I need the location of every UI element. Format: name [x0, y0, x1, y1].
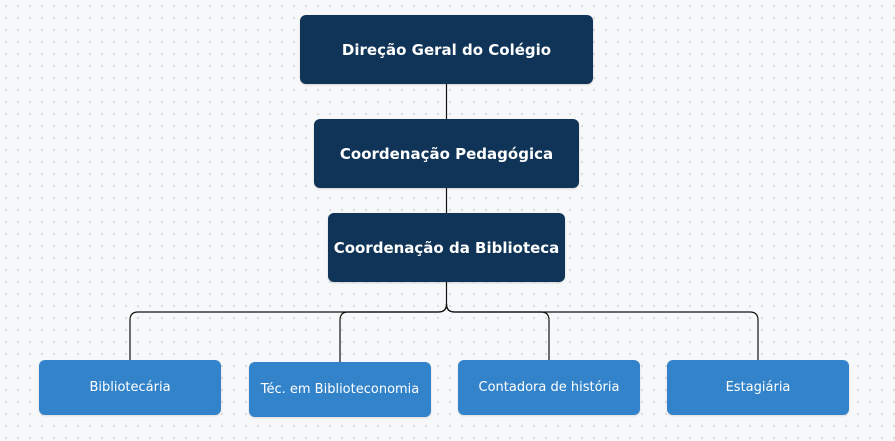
node-coordenacao-pedagogica[interactable]: Coordenação Pedagógica [314, 119, 579, 188]
node-coordenacao-pedagogica-label: Coordenação Pedagógica [339, 144, 554, 163]
connector-to-estagiaria [445, 303, 759, 360]
node-direcao-geral-label: Direção Geral do Colégio [341, 40, 552, 59]
node-contadora-historia[interactable]: Contadora de história [458, 360, 640, 415]
node-coordenacao-biblioteca[interactable]: Coordenação da Biblioteca [328, 213, 565, 282]
node-contadora-historia-label: Contadora de história [478, 380, 620, 395]
node-estagiaria[interactable]: Estagiária [667, 360, 849, 415]
node-bibliotecaria[interactable]: Bibliotecária [39, 360, 221, 415]
node-estagiaria-label: Estagiária [725, 380, 791, 395]
node-tecnico-biblioteconomia[interactable]: Téc. em Biblioteconomia [249, 362, 431, 417]
node-tecnico-biblioteconomia-label: Téc. em Biblioteconomia [260, 382, 420, 397]
node-coordenacao-biblioteca-label: Coordenação da Biblioteca [333, 238, 560, 257]
node-bibliotecaria-label: Bibliotecária [89, 380, 171, 395]
connector-to-tecnico [339, 303, 448, 362]
node-direcao-geral[interactable]: Direção Geral do Colégio [300, 15, 593, 84]
